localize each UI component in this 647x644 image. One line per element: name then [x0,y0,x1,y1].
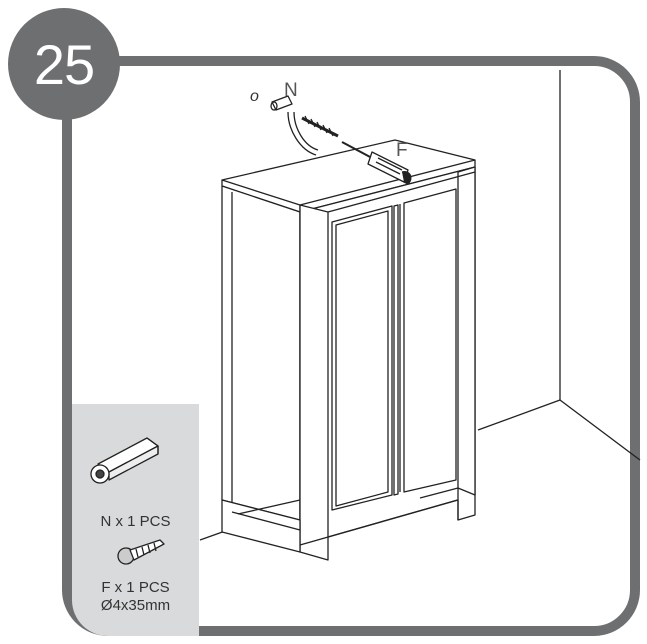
left-post [299,204,329,561]
screwdriver [341,141,373,159]
cabinet-side [221,185,301,521]
left-door [331,205,393,511]
wall-floor-line [559,399,641,461]
right-door [403,188,457,493]
right-post [457,166,476,521]
wall-floor-line-left [477,399,561,431]
callout-n-label: N [284,80,298,101]
washer-mark: o [250,88,259,105]
screw-icon [117,539,165,565]
step-number-badge: 25 [8,8,120,120]
part-f-size: Ø4x35mm [100,597,171,614]
part-n-label: N x 1 PCS [100,513,171,530]
callout-f-label: F [396,140,408,161]
wall-plug-icon [90,437,159,484]
parts-icons [90,437,165,565]
door-handle-strip [393,204,399,496]
part-f-label: F x 1 PCS [101,579,170,596]
parts-panel: N x 1 PCS F x 1 PCS Ø4x35mm [72,404,199,636]
anti-tip-strap [287,111,317,156]
